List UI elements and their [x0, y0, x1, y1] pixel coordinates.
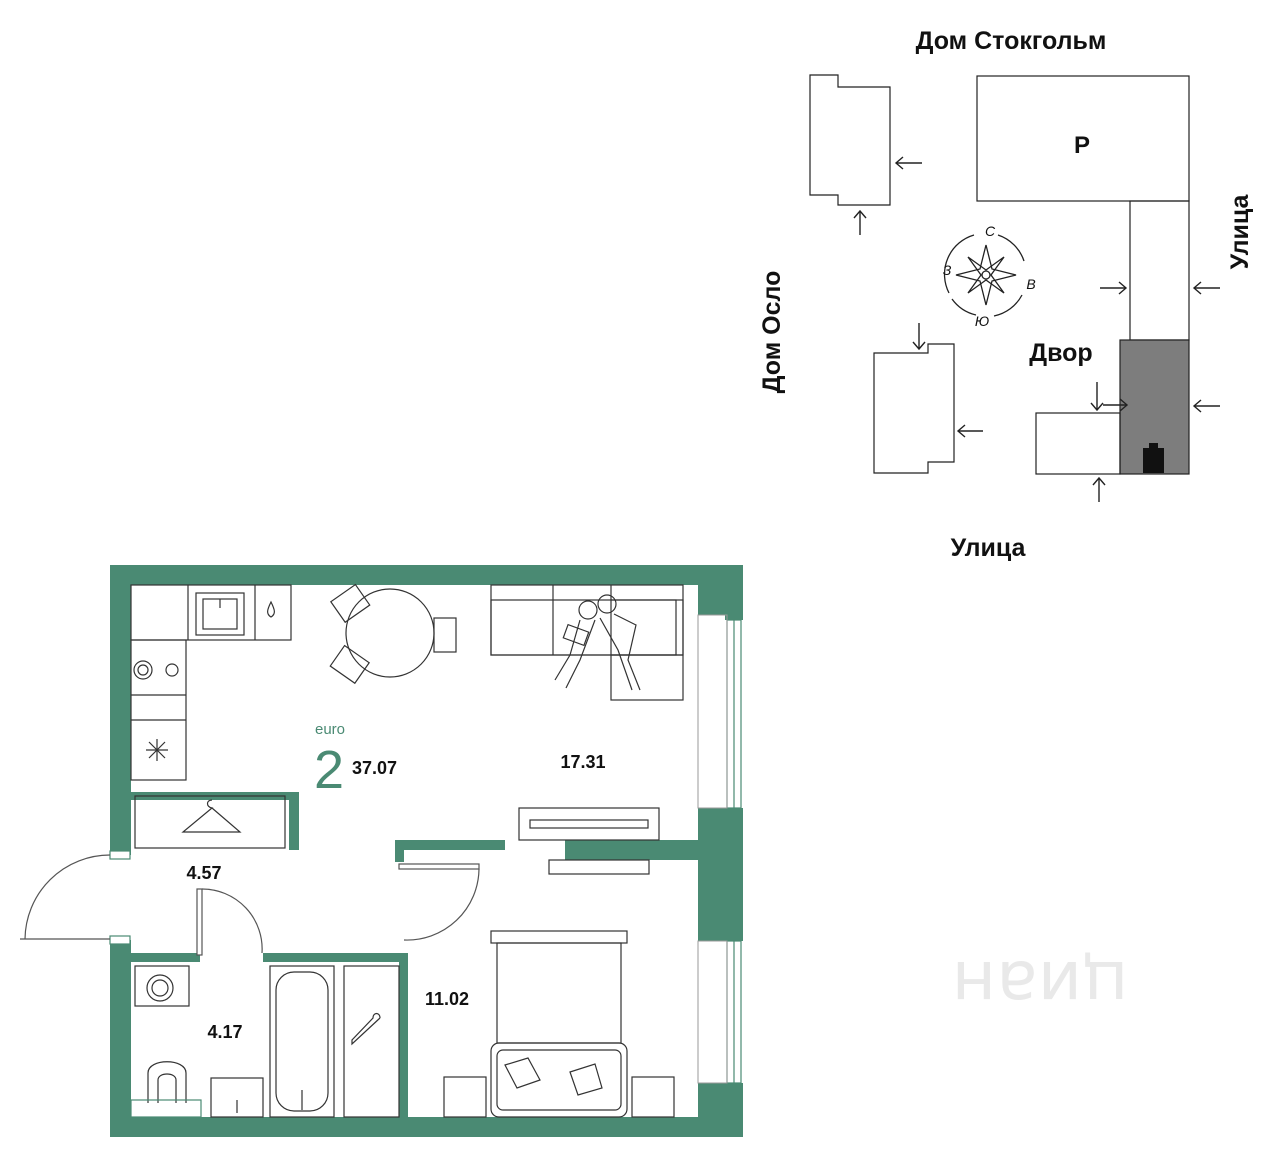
double-bed	[490, 930, 628, 1118]
total-area: 37.07	[352, 758, 397, 778]
rooms-count: 2	[314, 740, 344, 800]
building-bottom-small	[1035, 412, 1121, 475]
area-bathroom: 4.17	[207, 1022, 242, 1042]
wardrobe-hall	[134, 795, 286, 849]
kitchen-counter	[130, 584, 292, 641]
tv-bedroom	[548, 859, 650, 875]
arrow-icon	[1103, 398, 1129, 412]
label-house-oslo: Дом Осло	[758, 271, 786, 394]
sink-icon	[195, 592, 245, 636]
snowflake-icon	[146, 739, 168, 761]
people-on-sofa	[554, 594, 641, 691]
arrow-icon	[956, 424, 983, 438]
compass-north: С	[985, 223, 996, 239]
entrance-arrows	[853, 156, 1220, 502]
badge-prefix: euro	[315, 721, 345, 738]
arrow-icon	[1092, 476, 1106, 502]
arrow-icon	[1100, 281, 1128, 295]
arrow-icon	[1192, 281, 1220, 295]
washing-machine	[134, 965, 190, 1007]
windows	[726, 619, 742, 1084]
label-house-stockholm: Дом Стокгольм	[916, 27, 1107, 55]
compass-icon	[943, 234, 1025, 317]
compass-east: В	[1026, 276, 1035, 292]
compass-south: Ю	[975, 313, 989, 329]
dining-table	[345, 588, 435, 678]
bathtub	[269, 965, 335, 1118]
hanger-icon	[351, 1012, 381, 1046]
nightstand-right	[631, 1076, 675, 1118]
toilet	[130, 1061, 202, 1118]
building-oslo	[873, 343, 955, 474]
building-stockholm-left	[809, 74, 891, 206]
arrow-icon	[1192, 399, 1220, 413]
floor-walls	[110, 565, 743, 1137]
sofa	[490, 584, 684, 701]
bathroom-sink	[210, 1077, 264, 1118]
arrow-icon	[853, 209, 867, 235]
watermark: циан	[952, 945, 1129, 1024]
compass-west: З	[943, 262, 952, 278]
label-parking: P	[1074, 132, 1090, 159]
area-hall: 4.57	[186, 863, 221, 883]
arrow-icon	[912, 323, 926, 351]
arrow-icon	[1090, 382, 1104, 412]
parking-block	[976, 75, 1190, 202]
furniture	[130, 583, 684, 1118]
doors	[20, 850, 480, 956]
hanger-icon	[181, 799, 242, 833]
arrow-icon	[894, 156, 922, 170]
window-sills	[697, 614, 728, 1084]
label-street-bottom: Улица	[951, 534, 1027, 562]
wardrobe-bath	[343, 965, 400, 1118]
stove-icon	[131, 660, 186, 721]
tv-living	[518, 807, 660, 841]
building-entrance-mark	[1143, 448, 1164, 473]
label-street-right: Улица	[1226, 194, 1254, 270]
site-plan	[809, 74, 1190, 475]
building-entrance-cap	[1149, 443, 1158, 449]
label-yard: Двор	[1029, 339, 1092, 367]
building-right-narrow	[1129, 200, 1190, 341]
nightstand-left	[443, 1076, 487, 1118]
area-living: 17.31	[560, 752, 605, 772]
area-bedroom: 11.02	[425, 989, 469, 1009]
water-drop-icon	[267, 600, 275, 618]
